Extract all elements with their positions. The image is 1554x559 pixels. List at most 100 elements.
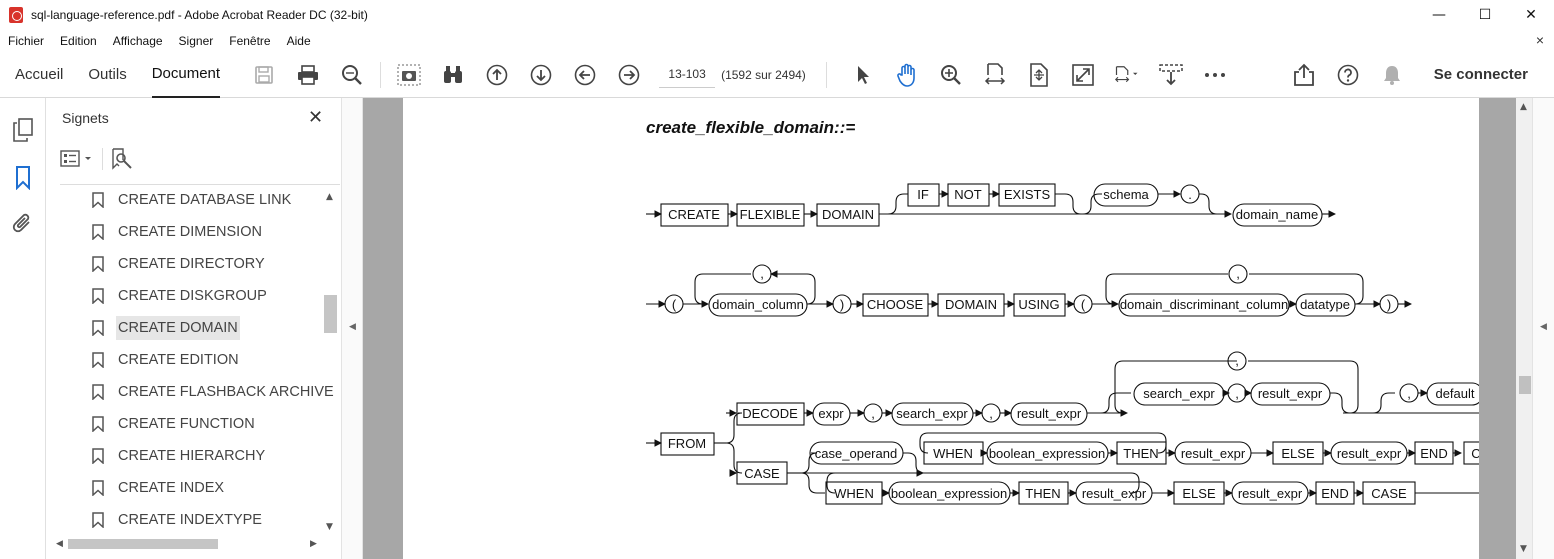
scroll-left-arrow-icon[interactable]: ◀ [56, 539, 63, 549]
menu-edition[interactable]: Edition [60, 34, 97, 48]
print-icon[interactable] [296, 63, 320, 87]
bookmark-item-selected[interactable]: CREATE DOMAIN [92, 312, 362, 344]
bookmark-list: CREATE DATABASE LINK CREATE DIMENSION CR… [92, 184, 362, 534]
document-scrollbar[interactable]: ▲ ▼ [1516, 98, 1532, 559]
panel-title: Signets [62, 110, 109, 126]
menu-signer[interactable]: Signer [178, 34, 214, 48]
bookmark-item[interactable]: CREATE FUNCTION [92, 408, 362, 440]
bookmark-item[interactable]: CREATE EDITION [92, 344, 362, 376]
pointer-icon[interactable] [851, 63, 875, 87]
bookmark-list-scrollbar[interactable]: ▲ ▼ [323, 190, 337, 536]
bookmark-icon [92, 512, 104, 528]
bookmark-icon [92, 448, 104, 464]
minimize-button[interactable]: — [1432, 7, 1446, 23]
fit-page-icon[interactable] [1027, 62, 1051, 87]
sym-comma: , [989, 406, 993, 421]
nt-case-operand: case_operand [815, 446, 897, 461]
fit-width-icon[interactable] [983, 62, 1007, 87]
sym-close-paren: ) [1387, 297, 1391, 312]
bookmark-item[interactable]: CREATE DIRECTORY [92, 248, 362, 280]
sym-dot: . [1188, 187, 1192, 202]
maximize-button[interactable]: ☐ [1478, 7, 1492, 23]
kw-end: END [1420, 446, 1447, 461]
collapse-left-arrow-icon[interactable]: ◀ [349, 322, 356, 332]
menu-affichage[interactable]: Affichage [112, 34, 163, 48]
bookmark-item[interactable]: CREATE FLASHBACK ARCHIVE [92, 376, 362, 408]
kw-using: USING [1018, 297, 1059, 312]
arrow-right-icon[interactable] [617, 63, 641, 87]
close-window-button[interactable]: ✕ [1525, 7, 1537, 23]
expand-right-arrow-icon[interactable]: ◀ [1540, 322, 1547, 332]
bookmarks-panel: Signets ✕ CREATE DATABASE LINK CREATE DI… [46, 98, 341, 559]
scroll-down-arrow-icon[interactable]: ▼ [326, 522, 333, 532]
sign-in-button[interactable]: Se connecter [1433, 66, 1528, 83]
binoculars-icon[interactable] [441, 63, 465, 87]
scrollbar-thumb[interactable] [324, 295, 337, 333]
share-icon[interactable] [1292, 63, 1316, 87]
more-tools-icon[interactable] [1203, 63, 1227, 87]
bookmark-item[interactable]: CREATE DATABASE LINK [92, 184, 362, 216]
tab-outils[interactable]: Outils [88, 66, 127, 83]
arrow-down-icon[interactable] [529, 63, 553, 87]
nt-expr: expr [818, 406, 844, 421]
syntax-diagram: CREATE FLEXIBLE DOMAIN IF NOT EXISTS sch… [646, 183, 1479, 505]
scroll-right-arrow-icon[interactable]: ▶ [310, 539, 317, 549]
sym-open-paren: ( [672, 297, 677, 312]
bookmark-item[interactable]: CREATE INDEX [92, 472, 362, 504]
bookmark-item[interactable]: CREATE HIERARCHY [92, 440, 362, 472]
doc-scroll-down-arrow-icon[interactable]: ▼ [1520, 544, 1527, 554]
tab-document[interactable]: Document [151, 52, 221, 98]
sym-comma: , [1235, 353, 1239, 368]
menu-fenetre[interactable]: Fenêtre [229, 34, 271, 48]
arrow-left-icon[interactable] [573, 63, 597, 87]
bookmark-item[interactable]: CREATE DIMENSION [92, 216, 362, 248]
full-screen-icon[interactable] [1071, 63, 1095, 87]
doc-scroll-up-arrow-icon[interactable]: ▲ [1520, 102, 1527, 112]
nt-datatype: datatype [1300, 297, 1350, 312]
help-icon[interactable] [1336, 63, 1360, 87]
bookmark-list-hscrollbar[interactable]: ◀ ▶ [56, 536, 324, 552]
nt-result-expr: result_expr [1082, 486, 1147, 501]
search-icon[interactable] [340, 63, 364, 87]
page-number-field[interactable]: 13-103 [659, 62, 716, 88]
find-bookmark-icon[interactable] [111, 148, 133, 170]
nt-boolean-expression: boolean_expression [891, 486, 1007, 501]
collapse-right-panel[interactable]: ◀ [1532, 98, 1554, 559]
scrolling-mode-icon[interactable] [1159, 63, 1183, 87]
kw-else: ELSE [1182, 486, 1216, 501]
kw-not: NOT [954, 187, 982, 202]
window-controls: — ☐ ✕ [1416, 0, 1554, 30]
nt-result-expr: result_expr [1017, 406, 1082, 421]
attachments-icon[interactable] [11, 212, 35, 236]
zoom-in-icon[interactable] [939, 63, 963, 87]
snapshot-icon[interactable] [397, 63, 421, 87]
panel-divider [60, 184, 340, 185]
page-thumbnails-icon[interactable] [11, 118, 35, 142]
close-document-button[interactable]: × [1535, 32, 1544, 48]
hand-tool-icon[interactable] [895, 63, 919, 87]
bookmark-item[interactable]: CREATE DISKGROUP [92, 280, 362, 312]
kw-if: IF [917, 187, 929, 202]
window-title: sql-language-reference.pdf - Adobe Acrob… [31, 8, 368, 22]
arrow-up-icon[interactable] [485, 63, 509, 87]
bookmark-icon [92, 192, 104, 208]
tab-accueil[interactable]: Accueil [15, 66, 64, 83]
hscrollbar-thumb[interactable] [68, 539, 218, 549]
nt-domain-discriminant-column: domain_discriminant_column [1120, 297, 1288, 312]
save-icon[interactable] [252, 63, 276, 87]
menu-fichier[interactable]: Fichier [8, 34, 45, 48]
kw-else: ELSE [1281, 446, 1315, 461]
page-layout-icon[interactable] [1114, 63, 1139, 87]
options-list-icon[interactable] [60, 150, 94, 168]
bookmarks-icon[interactable] [11, 166, 35, 190]
panel-close-button[interactable]: ✕ [308, 107, 324, 127]
scroll-up-arrow-icon[interactable]: ▲ [326, 192, 333, 202]
title-bar: sql-language-reference.pdf - Adobe Acrob… [0, 0, 1554, 30]
bookmark-item[interactable]: CREATE INDEXTYPE [92, 504, 362, 534]
kw-from: FROM [668, 436, 706, 451]
acrobat-icon [9, 7, 23, 23]
collapse-left-panel[interactable]: ◀ [341, 98, 363, 559]
document-scrollbar-thumb[interactable] [1519, 376, 1531, 394]
menu-aide[interactable]: Aide [286, 34, 311, 48]
notification-bell-icon[interactable] [1380, 63, 1404, 87]
